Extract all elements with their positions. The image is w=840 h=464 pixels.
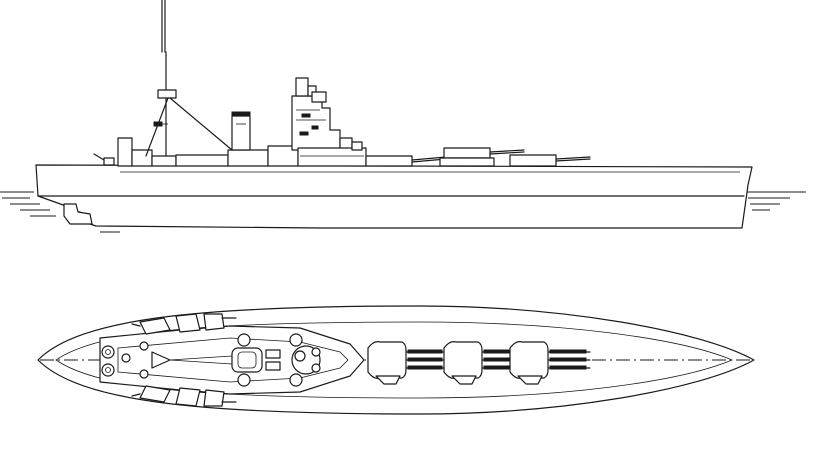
side-turret-a — [365, 155, 447, 167]
plan-turret-c — [509, 341, 591, 385]
plan-secondary-guns-port — [131, 313, 237, 335]
plan-mast-base — [151, 351, 171, 369]
side-aft-gun — [93, 153, 115, 166]
funnel — [231, 115, 251, 151]
plan-funnel-area — [231, 333, 303, 387]
mast — [145, 0, 233, 157]
superstructure — [117, 77, 367, 167]
plan-view — [37, 305, 755, 415]
plan-secondary-guns-starboard — [131, 385, 237, 407]
side-elevation-view — [0, 0, 806, 233]
bridge-tower — [291, 95, 341, 151]
plan-turret-a — [367, 341, 447, 385]
plan-bridge — [291, 345, 321, 375]
plan-turret-b — [443, 341, 515, 385]
waterline-strokes — [0, 191, 806, 233]
side-turret-c — [509, 154, 591, 167]
side-turret-b — [439, 147, 525, 167]
hull — [35, 164, 753, 229]
